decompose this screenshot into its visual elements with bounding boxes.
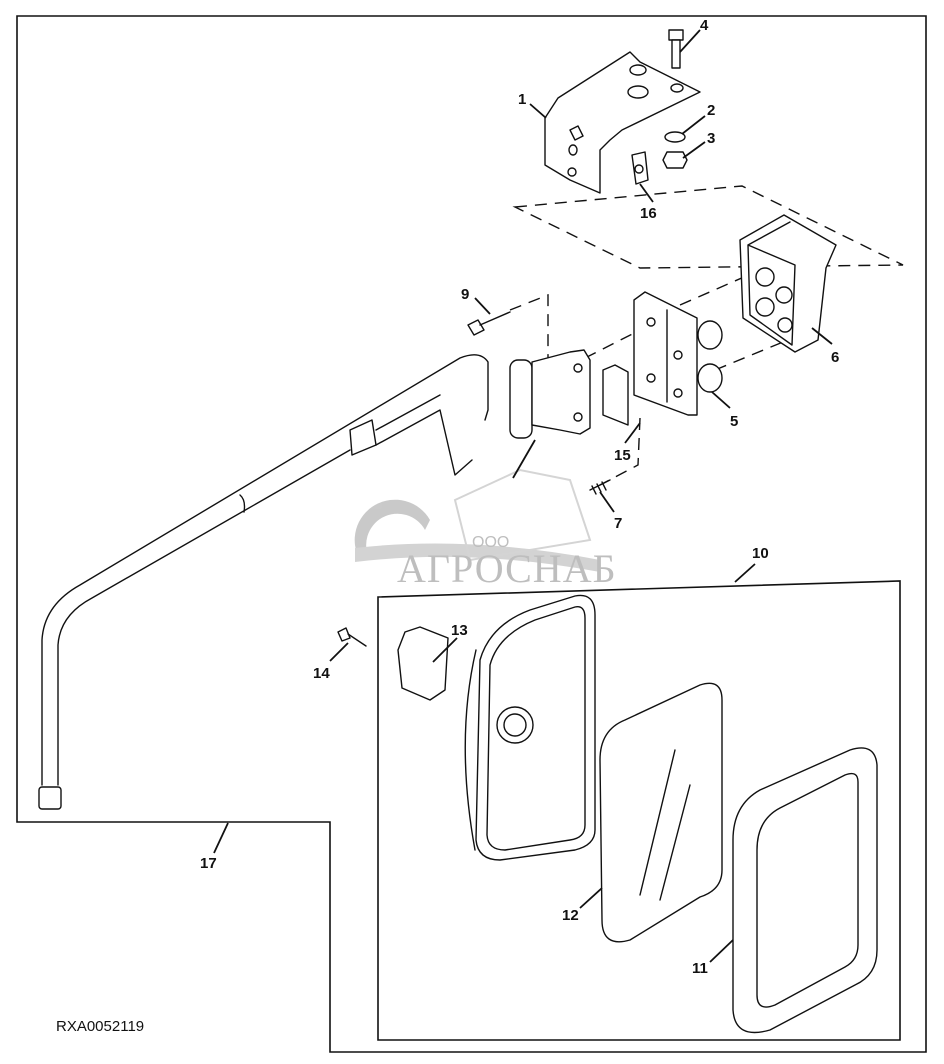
- watermark-prefix: ООО: [472, 534, 509, 551]
- callout-12: 12: [562, 907, 579, 924]
- part-17-arm: [38, 354, 489, 810]
- assembly-10-frame: [377, 580, 901, 1041]
- part-15-pad: [602, 364, 629, 426]
- callout-4: 4: [700, 17, 709, 34]
- callout-11: 11: [692, 960, 708, 977]
- part-6-rubber-block: [739, 214, 837, 353]
- part-1-bracket: [544, 51, 701, 194]
- part-4-bolt: [668, 29, 684, 69]
- callout-leaders: [213, 29, 833, 963]
- callout-17: 17: [200, 855, 217, 872]
- callout-2: 2: [707, 102, 715, 119]
- guide-9: [509, 293, 549, 406]
- part-13-clamp: [397, 626, 449, 701]
- callout-5: 5: [730, 413, 738, 430]
- callout-9: 9: [461, 286, 469, 303]
- part-9-screw: [467, 311, 511, 336]
- part-16-clip-nut: [631, 151, 649, 185]
- part-3-nut: [662, 151, 688, 169]
- part-2-washer: [664, 131, 686, 143]
- part-12-mirror-glass: [599, 682, 723, 943]
- callout-16: 16: [640, 205, 657, 222]
- part-5-hinge-plate: [633, 291, 723, 416]
- guide-bracket-plane: [512, 185, 904, 269]
- callout-13: 13: [451, 622, 468, 639]
- callout-10: 10: [752, 545, 769, 562]
- part-11-seal-frame: [732, 747, 878, 1034]
- guide-7: [599, 417, 641, 486]
- watermark-logo: ООО АГРОСНАБ: [354, 468, 617, 591]
- part-14-screw: [337, 627, 367, 647]
- watermark-name: АГРОСНАБ: [397, 546, 617, 591]
- assembly-17-frame: [16, 15, 927, 1053]
- callout-14: 14: [313, 665, 330, 682]
- figure-id: RXA0052119: [56, 1018, 145, 1035]
- callout-1: 1: [518, 91, 526, 108]
- callout-7: 7: [614, 515, 622, 532]
- guide-5-6: [679, 269, 801, 371]
- callout-15: 15: [614, 447, 631, 464]
- callout-6: 6: [831, 349, 839, 366]
- part-7-spring: [589, 479, 611, 495]
- hinge-assembly: [509, 349, 591, 439]
- mirror-housing: [464, 594, 596, 861]
- callout-3: 3: [707, 130, 715, 147]
